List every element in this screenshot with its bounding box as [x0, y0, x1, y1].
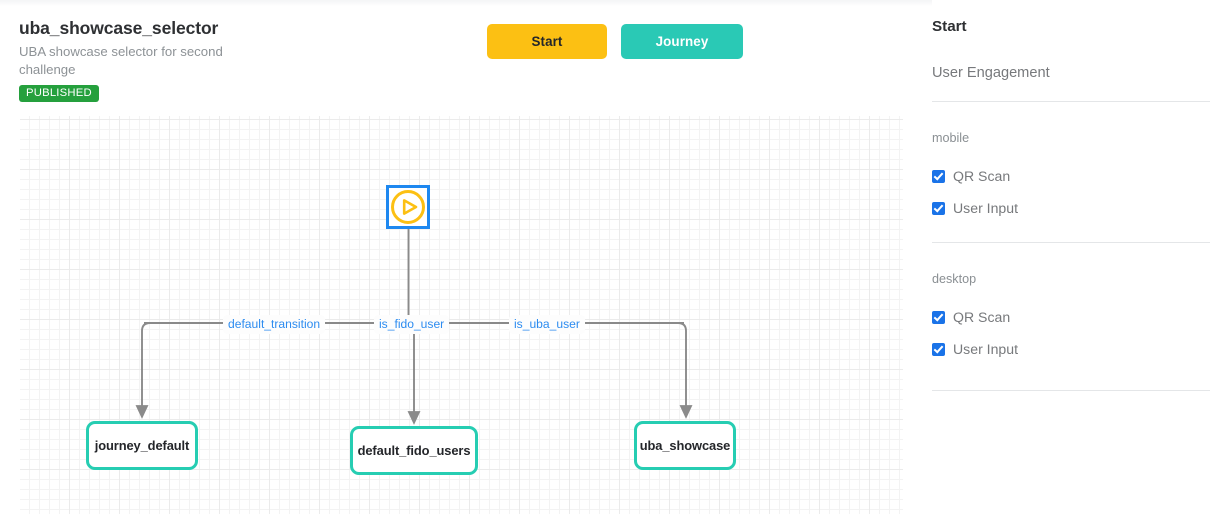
flow-canvas[interactable]: default_transition is_fido_user is_uba_u… [20, 116, 903, 514]
tab-journey[interactable]: Journey [621, 24, 743, 59]
view-tabs: Start Journey [487, 24, 743, 59]
node-label: default_fido_users [357, 443, 471, 458]
checkbox-icon[interactable] [932, 201, 945, 215]
checkbox-icon[interactable] [932, 169, 945, 183]
group-label-mobile: mobile [932, 131, 970, 145]
checkbox-icon[interactable] [932, 342, 945, 356]
page-title: uba_showcase_selector [19, 18, 219, 38]
divider [932, 390, 1210, 391]
checkbox-label: User Input [953, 341, 1019, 357]
edge-label-is-fido-user[interactable]: is_fido_user [374, 315, 450, 334]
edge-label-is-uba-user[interactable]: is_uba_user [509, 315, 585, 334]
checkbox-label: QR Scan [953, 309, 1011, 325]
top-strip [0, 0, 1217, 6]
play-circle-icon [391, 190, 425, 224]
checkbox-row-desktop-user-input[interactable]: User Input [932, 341, 1018, 357]
node-default-fido-users[interactable]: default_fido_users [350, 426, 478, 475]
tab-start[interactable]: Start [487, 24, 607, 59]
checkbox-row-desktop-qr-scan[interactable]: QR Scan [932, 309, 1010, 325]
divider [932, 242, 1210, 243]
checkbox-row-mobile-user-input[interactable]: User Input [932, 200, 1018, 216]
node-journey-default[interactable]: journey_default [86, 421, 198, 470]
divider [932, 101, 1210, 102]
journey-header: uba_showcase_selector UBA showcase selec… [19, 18, 379, 102]
sidebar-title: Start [932, 18, 967, 35]
checkbox-label: QR Scan [953, 168, 1011, 184]
properties-sidebar: Start User Engagement mobile QR Scan Use… [932, 0, 1217, 514]
node-label: uba_showcase [639, 438, 731, 453]
group-label-desktop: desktop [932, 272, 977, 286]
node-uba-showcase[interactable]: uba_showcase [634, 421, 736, 470]
checkbox-label: User Input [953, 200, 1019, 216]
checkbox-icon[interactable] [932, 310, 945, 324]
sidebar-subtitle: User Engagement [932, 65, 1050, 81]
node-label: journey_default [94, 438, 190, 453]
page-description: UBA showcase selector for second challen… [19, 44, 223, 77]
start-node[interactable] [386, 185, 430, 229]
edge-label-default-transition[interactable]: default_transition [223, 315, 326, 334]
checkbox-row-mobile-qr-scan[interactable]: QR Scan [932, 168, 1010, 184]
status-badge: PUBLISHED [19, 85, 99, 102]
